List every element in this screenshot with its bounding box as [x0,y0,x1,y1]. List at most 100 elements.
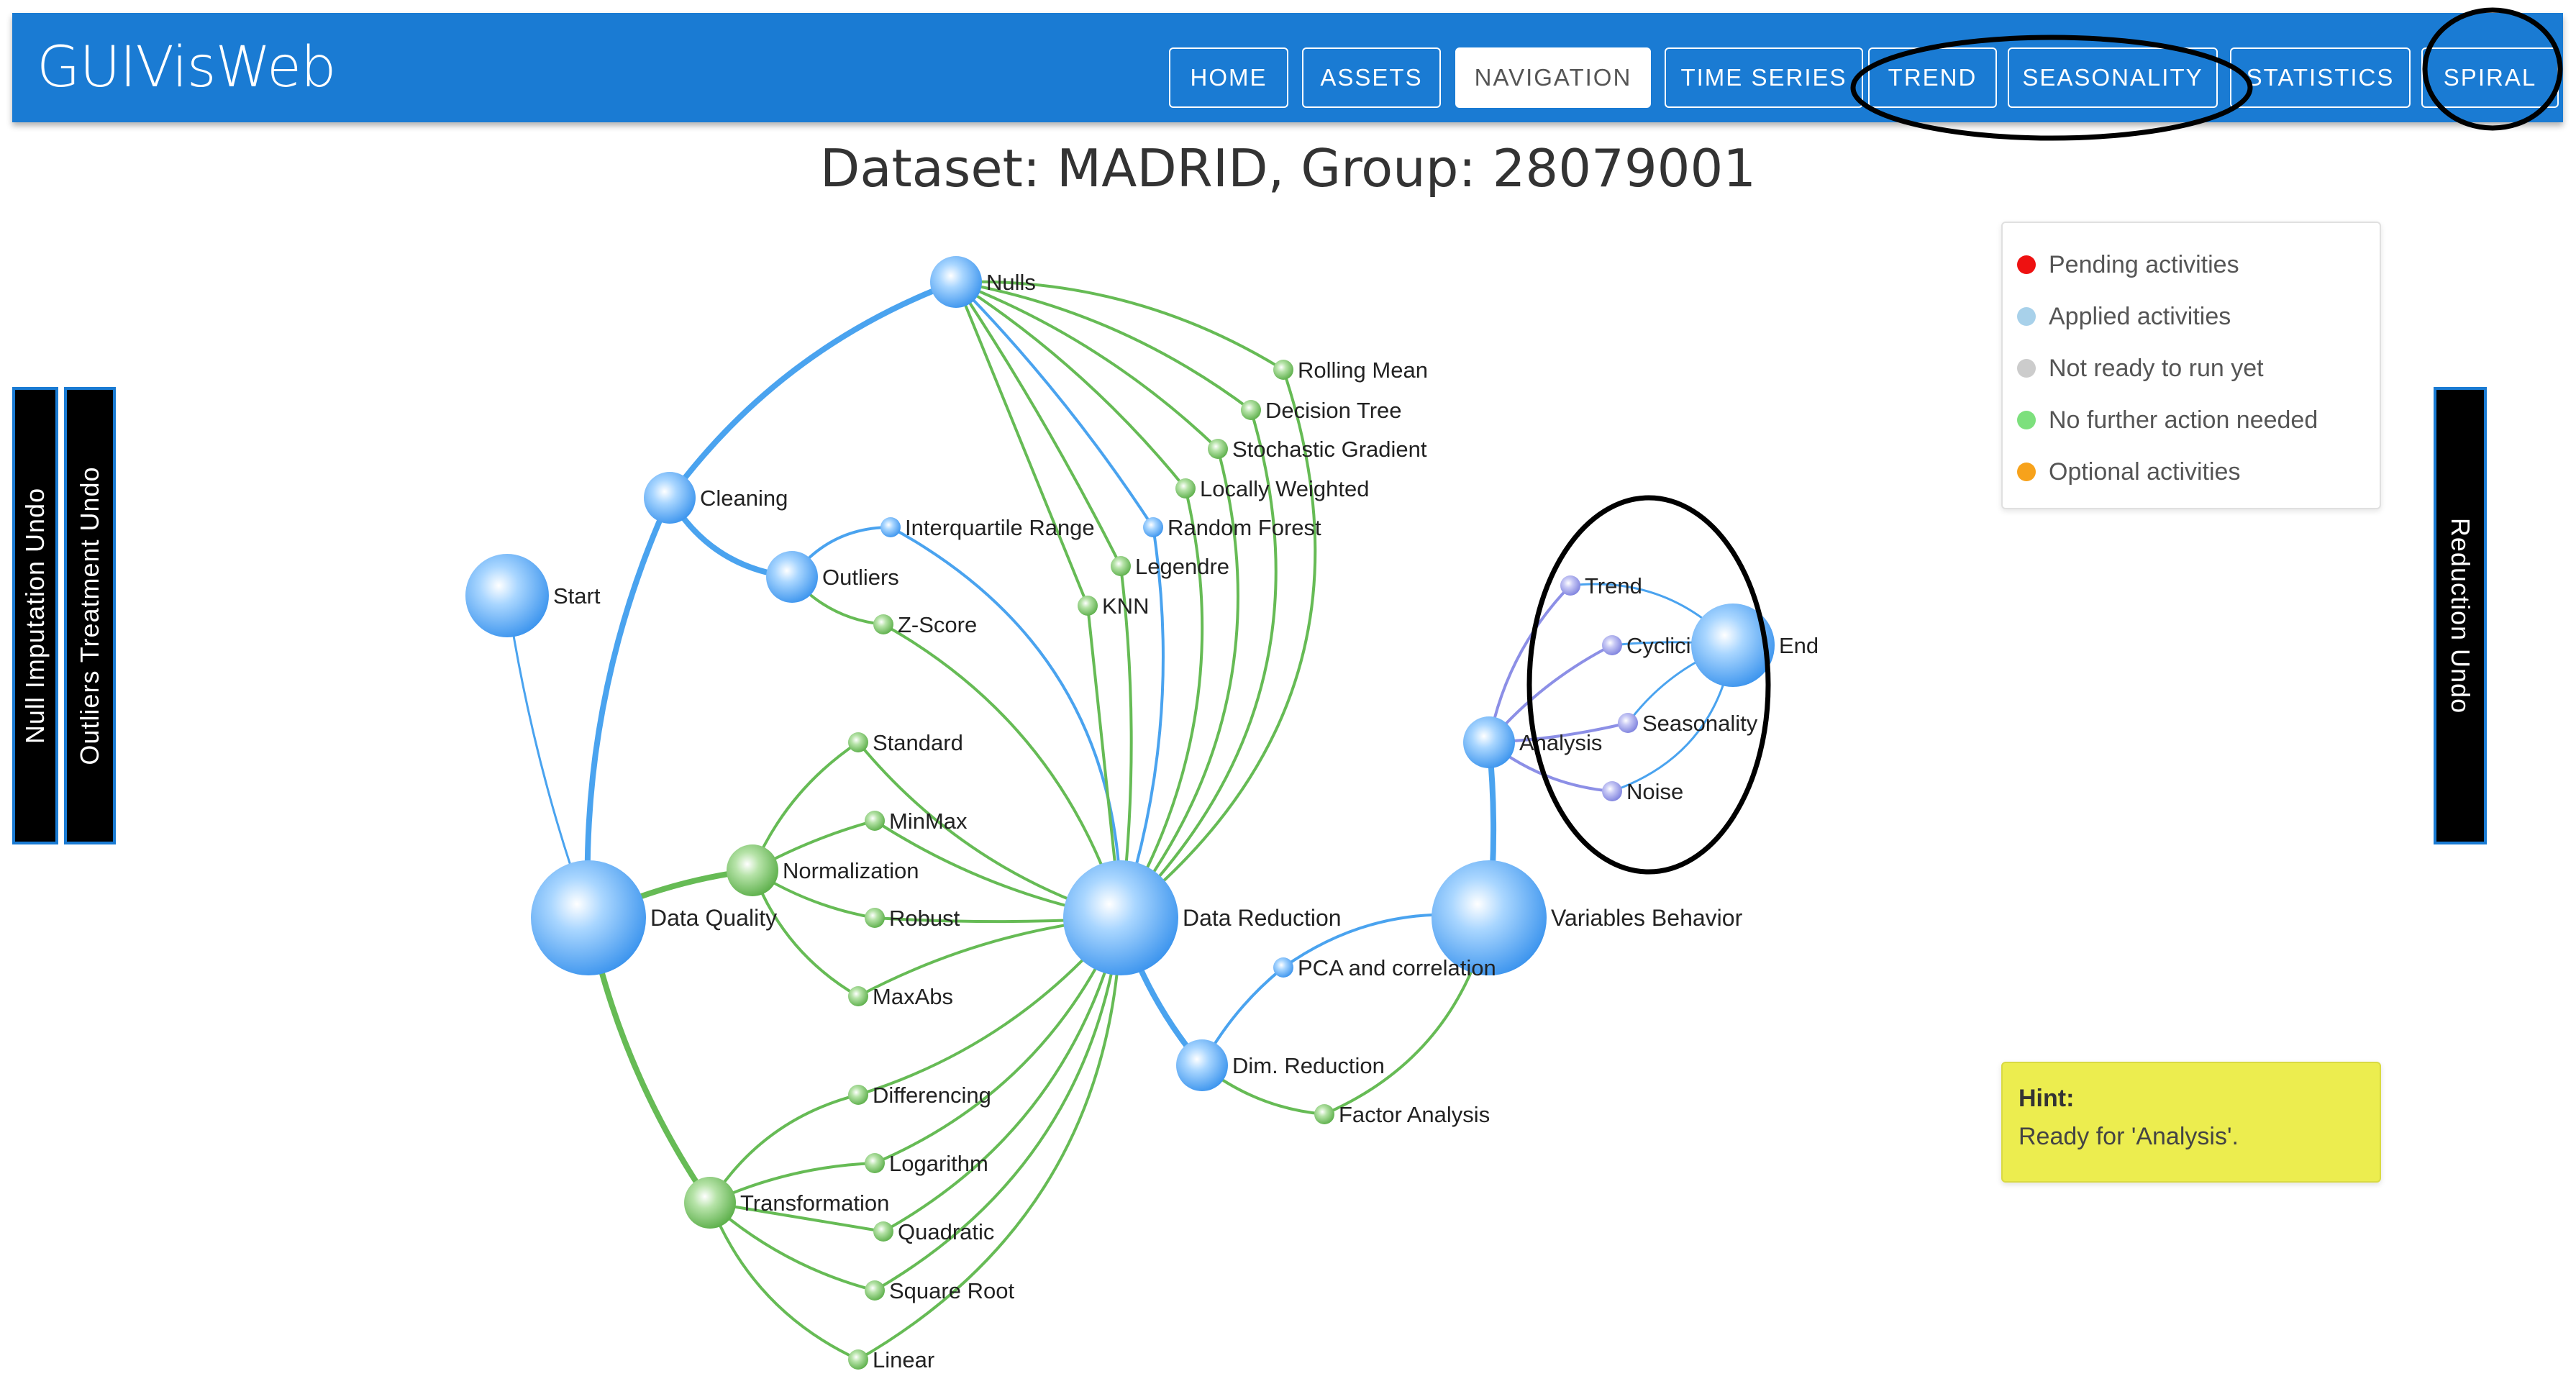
node-vb-circle[interactable] [1432,860,1547,975]
node-rolling-circle[interactable] [1273,360,1293,380]
legend-label: Optional activities [2049,457,2241,486]
node-knn-label: KNN [1102,593,1149,619]
node-noise-circle[interactable] [1602,781,1622,801]
graph-node-noise[interactable]: Noise [1602,779,1683,804]
graph-node-standard[interactable]: Standard [848,730,963,755]
graph-node-outliers[interactable]: Outliers [766,551,899,603]
node-knn-circle[interactable] [1078,596,1098,616]
null-imputation-undo-button[interactable]: Null Imputation Undo [12,387,58,844]
graph-node-rf[interactable]: Random Forest [1143,515,1321,540]
node-linear-circle[interactable] [848,1349,868,1370]
graph-node-vb[interactable]: Variables Behavior [1432,860,1743,975]
legend-item-pending: Pending activities [2017,250,2239,279]
node-transformation-circle[interactable] [684,1177,736,1229]
graph-node-transformation[interactable]: Transformation [684,1177,889,1229]
graph-node-knn[interactable]: KNN [1078,593,1149,619]
graph-node-robust[interactable]: Robust [865,906,960,931]
edge-linear-to-dr [857,916,1122,1361]
graph-node-start[interactable]: Start [465,554,601,637]
node-differencing-circle[interactable] [848,1085,868,1105]
node-sqrt-circle[interactable] [865,1280,885,1301]
graph-node-rolling[interactable]: Rolling Mean [1273,358,1428,383]
node-quadratic-circle[interactable] [873,1221,893,1242]
node-iqr-circle[interactable] [880,517,901,537]
node-logarithm-circle[interactable] [865,1153,885,1173]
graph-node-dimred[interactable]: Dim. Reduction [1176,1039,1385,1091]
node-seasonality-circle[interactable] [1618,713,1638,733]
graph-node-seasonality[interactable]: Seasonality [1618,711,1758,736]
graph-node-linear[interactable]: Linear [848,1347,934,1372]
node-standard-label: Standard [873,730,963,755]
node-end-circle[interactable] [1691,604,1775,687]
graph-node-trend[interactable]: Trend [1560,573,1642,598]
graph-node-sgd[interactable]: Stochastic Gradient [1208,437,1427,462]
node-minmax-label: MinMax [889,809,968,834]
graph-node-pca[interactable]: PCA and correlation [1273,955,1496,980]
node-cyclicity-circle[interactable] [1602,635,1622,655]
graph-node-zscore[interactable]: Z-Score [873,612,977,637]
node-rf-label: Random Forest [1168,515,1321,540]
node-rf-circle[interactable] [1143,517,1163,537]
node-lw-circle[interactable] [1175,478,1196,498]
node-outliers-label: Outliers [822,565,899,590]
graph-node-end[interactable]: End [1691,604,1819,687]
node-zscore-label: Z-Score [898,612,977,637]
outliers-treatment-undo-button[interactable]: Outliers Treatment Undo [64,387,116,844]
node-start-circle[interactable] [465,554,549,637]
nav-navigation-button[interactable]: NAVIGATION [1455,47,1651,108]
node-linear-label: Linear [873,1347,934,1372]
node-start-label: Start [553,583,601,609]
reduction-undo-button[interactable]: Reduction Undo [2434,387,2487,844]
legend-item-not-ready: Not ready to run yet [2017,354,2264,383]
nav-time-series-button[interactable]: TIME SERIES [1665,47,1863,108]
node-robust-circle[interactable] [865,908,885,928]
graph-node-maxabs[interactable]: MaxAbs [848,984,953,1009]
graph-node-minmax[interactable]: MinMax [865,809,968,834]
graph-node-sqrt[interactable]: Square Root [865,1278,1014,1303]
node-dr-circle[interactable] [1063,860,1178,975]
node-cleaning-circle[interactable] [644,472,696,524]
graph-node-quadratic[interactable]: Quadratic [873,1219,994,1244]
node-trend-circle[interactable] [1560,575,1580,596]
graph-node-differencing[interactable]: Differencing [848,1083,991,1108]
node-iqr-label: Interquartile Range [905,515,1095,540]
graph-node-legendre[interactable]: Legendre [1111,554,1229,579]
nav-home-button[interactable]: HOME [1169,47,1288,108]
node-fa-circle[interactable] [1314,1104,1334,1124]
graph-node-analysis[interactable]: Analysis [1463,716,1602,768]
graph-node-dtree[interactable]: Decision Tree [1241,398,1402,423]
node-legendre-circle[interactable] [1111,556,1131,576]
legend-item-optional: Optional activities [2017,457,2240,486]
graph-node-lw[interactable]: Locally Weighted [1175,476,1370,501]
graph-node-normalization[interactable]: Normalization [727,844,919,896]
graph-node-nulls[interactable]: Nulls [930,256,1036,308]
edge-dtree-to-dr [1119,409,1278,919]
node-analysis-circle[interactable] [1463,716,1515,768]
node-dimred-circle[interactable] [1176,1039,1228,1091]
node-pca-circle[interactable] [1273,957,1293,978]
node-nulls-circle[interactable] [930,256,982,308]
graph-node-cleaning[interactable]: Cleaning [644,472,788,524]
graph-node-dr[interactable]: Data Reduction [1063,860,1342,975]
applied-dot-icon [2017,307,2036,326]
nav-statistics-button[interactable]: STATISTICS [2230,47,2411,108]
brand-logo[interactable]: GUIVisWeb [37,35,337,100]
not-ready-dot-icon [2017,359,2036,378]
node-standard-circle[interactable] [848,732,868,752]
graph-node-logarithm[interactable]: Logarithm [865,1151,988,1176]
node-sgd-circle[interactable] [1208,439,1228,459]
node-fa-label: Factor Analysis [1339,1102,1490,1127]
node-dq-circle[interactable] [531,860,646,975]
node-cleaning-label: Cleaning [700,486,788,511]
nav-assets-button[interactable]: ASSETS [1302,47,1441,108]
graph-node-fa[interactable]: Factor Analysis [1314,1102,1490,1127]
node-outliers-circle[interactable] [766,551,818,603]
node-normalization-circle[interactable] [727,844,778,896]
graph-node-iqr[interactable]: Interquartile Range [880,515,1095,540]
node-zscore-circle[interactable] [873,614,893,634]
node-dtree-circle[interactable] [1241,400,1261,420]
node-minmax-circle[interactable] [865,811,885,831]
graph-node-dq[interactable]: Data Quality [531,860,777,975]
node-maxabs-circle[interactable] [848,986,868,1006]
